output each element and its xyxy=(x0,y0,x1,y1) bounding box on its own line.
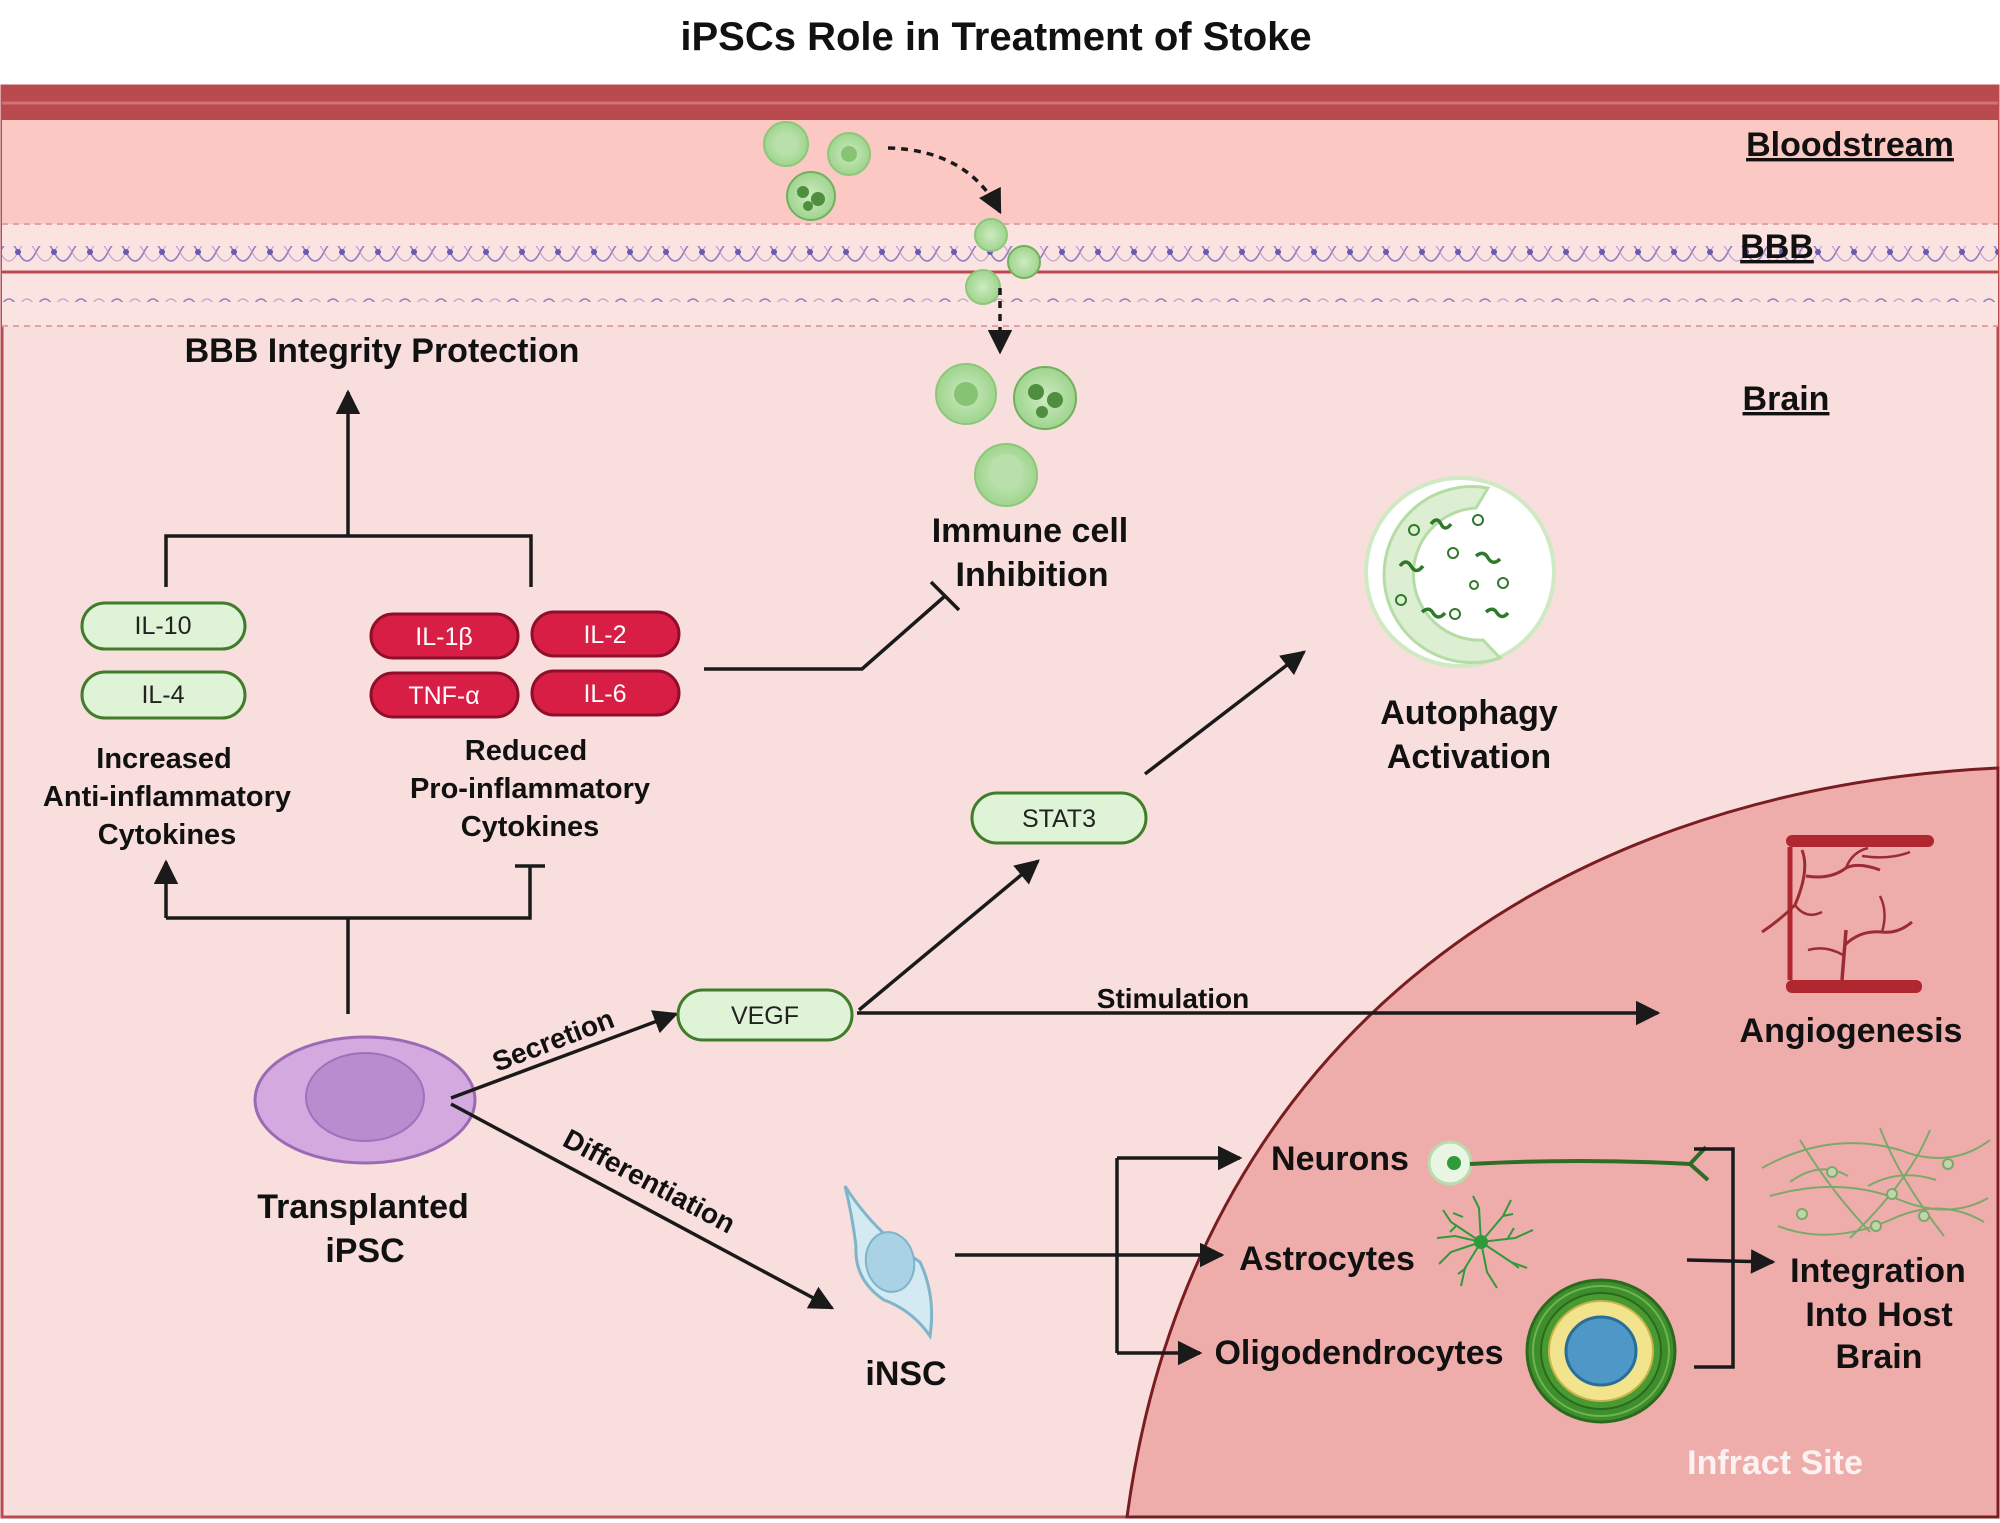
pill-il1b xyxy=(369,612,520,660)
arrow-to-integration xyxy=(1686,1249,1776,1274)
ipsc-bracket xyxy=(166,866,532,920)
pill-vegf xyxy=(676,988,854,1042)
label-autophagy-line1: Autophagy xyxy=(1380,694,1558,732)
label-immune-cell-line2: Inhibition xyxy=(956,556,1109,594)
neural-stem-cell-icon xyxy=(843,1185,934,1340)
pill-il1b-text: IL-1β xyxy=(415,623,472,651)
label-increased-line1: Increased xyxy=(96,743,231,775)
label-increased-line2: Anti-inflammatory xyxy=(43,781,291,813)
label-angiogenesis: Angiogenesis xyxy=(1740,1012,1963,1050)
label-integration-line2: Into Host xyxy=(1805,1296,1952,1334)
migration-arrow xyxy=(887,146,1002,215)
label-oligodendrocytes: Oligodendrocytes xyxy=(1214,1334,1503,1372)
label-ipsc-line2: iPSC xyxy=(325,1232,404,1270)
label-increased-line3: Cytokines xyxy=(98,819,237,851)
pill-il10 xyxy=(80,601,247,651)
pill-il2 xyxy=(530,610,681,658)
label-reduced-line2: Pro-inflammatory xyxy=(410,773,650,805)
immune-cell-icon xyxy=(763,121,1077,507)
label-integration-line1: Integration xyxy=(1790,1252,1966,1290)
pill-vegf-text: VEGF xyxy=(731,1002,799,1030)
label-neurons: Neurons xyxy=(1271,1140,1409,1178)
pill-il10-text: IL-10 xyxy=(135,612,192,640)
label-immune-cell-line1: Immune cell xyxy=(932,512,1129,550)
label-autophagy-line2: Activation xyxy=(1387,738,1551,776)
zone-label-infract-site: Infract Site xyxy=(1687,1444,1863,1482)
neuron-icon xyxy=(1427,1140,1710,1186)
arrow-stat3-autophagy xyxy=(1143,650,1306,776)
autophagosome-icon xyxy=(1364,476,1556,668)
inhibition-bar-immune xyxy=(929,580,961,612)
stem-cell-icon xyxy=(253,1035,477,1165)
pill-stat3 xyxy=(970,791,1148,845)
pill-il2-text: IL-2 xyxy=(583,621,626,649)
pill-il6-text: IL-6 xyxy=(583,680,626,708)
astrocyte-icon xyxy=(1436,1195,1534,1289)
zone-label-bloodstream: Bloodstream xyxy=(1746,126,1954,164)
page-title: iPSCs Role in Treatment of Stoke xyxy=(680,15,1311,59)
label-ipsc-line1: Transplanted xyxy=(257,1188,469,1226)
pill-il6 xyxy=(530,669,681,717)
infract-site-region xyxy=(1125,766,2000,1519)
label-insc: iNSC xyxy=(865,1355,946,1393)
arrow-vegf-stat3 xyxy=(857,859,1040,1012)
label-reduced-line1: Reduced xyxy=(465,735,587,767)
label-astrocytes: Astrocytes xyxy=(1239,1240,1415,1278)
integration-bracket xyxy=(1694,1147,1735,1369)
neural-network-icon xyxy=(1761,1127,1991,1239)
pro-inflammatory-pills: IL-1β IL-2 TNF-α IL-6 xyxy=(369,610,681,719)
pill-tnfa xyxy=(369,671,520,719)
zone-label-brain: Brain xyxy=(1743,380,1830,418)
arrow-secretion xyxy=(450,1010,679,1100)
anti-inflammatory-pills: IL-10 IL-4 xyxy=(80,601,247,720)
pill-tnfa-text: TNF-α xyxy=(408,682,479,710)
edge-label-stimulation: Stimulation xyxy=(1097,983,1249,1014)
pill-stat3-text: STAT3 xyxy=(1022,805,1096,833)
pill-il4-text: IL-4 xyxy=(141,681,184,709)
label-reduced-line3: Cytokines xyxy=(461,811,600,843)
label-integration-line3: Brain xyxy=(1836,1338,1923,1376)
label-bbb-integrity-protection: BBB Integrity Protection xyxy=(185,332,580,370)
arrow-differentiation xyxy=(450,1102,835,1310)
inhibition-line-immune xyxy=(704,594,947,671)
blood-vessel-icon xyxy=(1761,835,1934,993)
oligodendrocyte-icon xyxy=(1525,1278,1677,1424)
zone-label-bbb: BBB xyxy=(1740,228,1814,266)
pill-il4 xyxy=(80,670,247,720)
